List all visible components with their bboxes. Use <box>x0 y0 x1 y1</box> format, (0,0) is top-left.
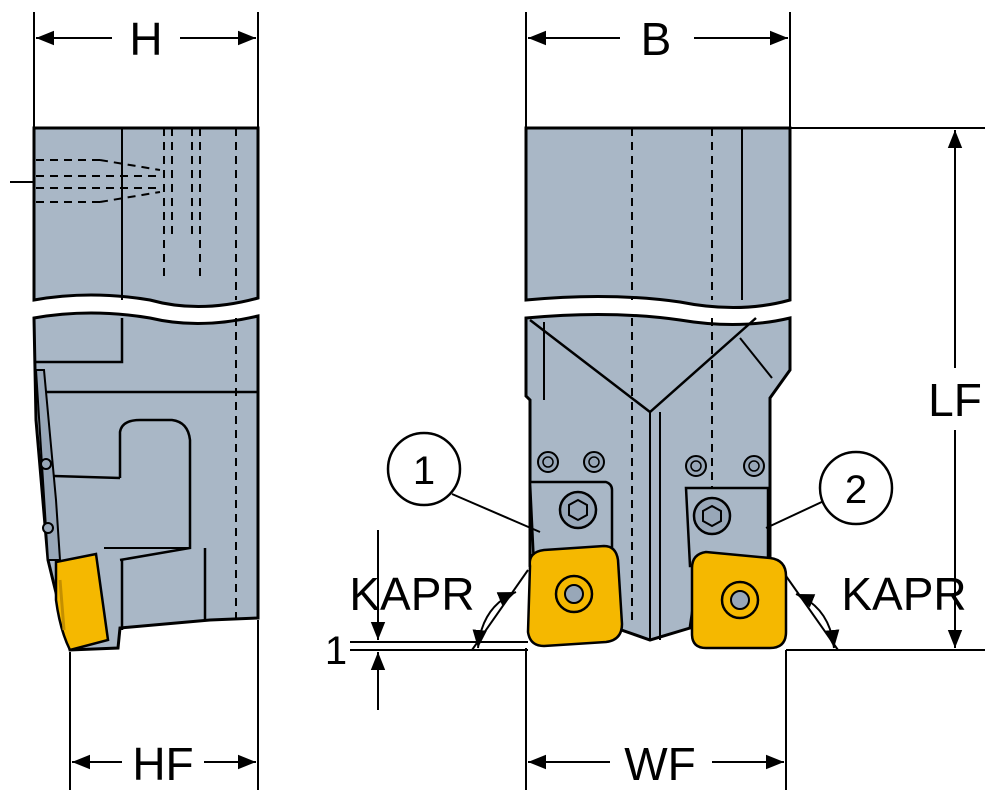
callout-1-label: 1 <box>413 449 435 493</box>
label-kapr-left: KAPR <box>349 568 474 620</box>
side-view-insert <box>54 552 110 652</box>
dimension-h: H <box>33 12 259 128</box>
front-view-shank <box>524 126 792 310</box>
dimension-hf: HF <box>69 620 259 790</box>
side-view-shank <box>32 126 260 309</box>
callout-2: 2 <box>765 450 894 529</box>
angle-kapr-right: KAPR <box>785 568 967 651</box>
dimension-wf: WF <box>525 648 787 790</box>
label-kapr-right: KAPR <box>841 568 966 620</box>
dimension-one-mm: 1 <box>325 530 528 710</box>
label-one-mm: 1 <box>325 629 347 673</box>
side-view <box>10 126 260 652</box>
angle-kapr-left: KAPR <box>349 568 529 651</box>
callout-2-label: 2 <box>845 468 867 512</box>
label-lf: LF <box>928 374 982 426</box>
callout-1: 1 <box>386 431 541 533</box>
label-b: B <box>641 13 672 65</box>
front-view <box>524 126 792 650</box>
label-hf: HF <box>132 738 193 790</box>
label-wf: WF <box>624 738 696 790</box>
dimension-b: B <box>525 12 791 128</box>
label-h: H <box>129 13 162 65</box>
dimension-lf: LF <box>786 127 985 651</box>
